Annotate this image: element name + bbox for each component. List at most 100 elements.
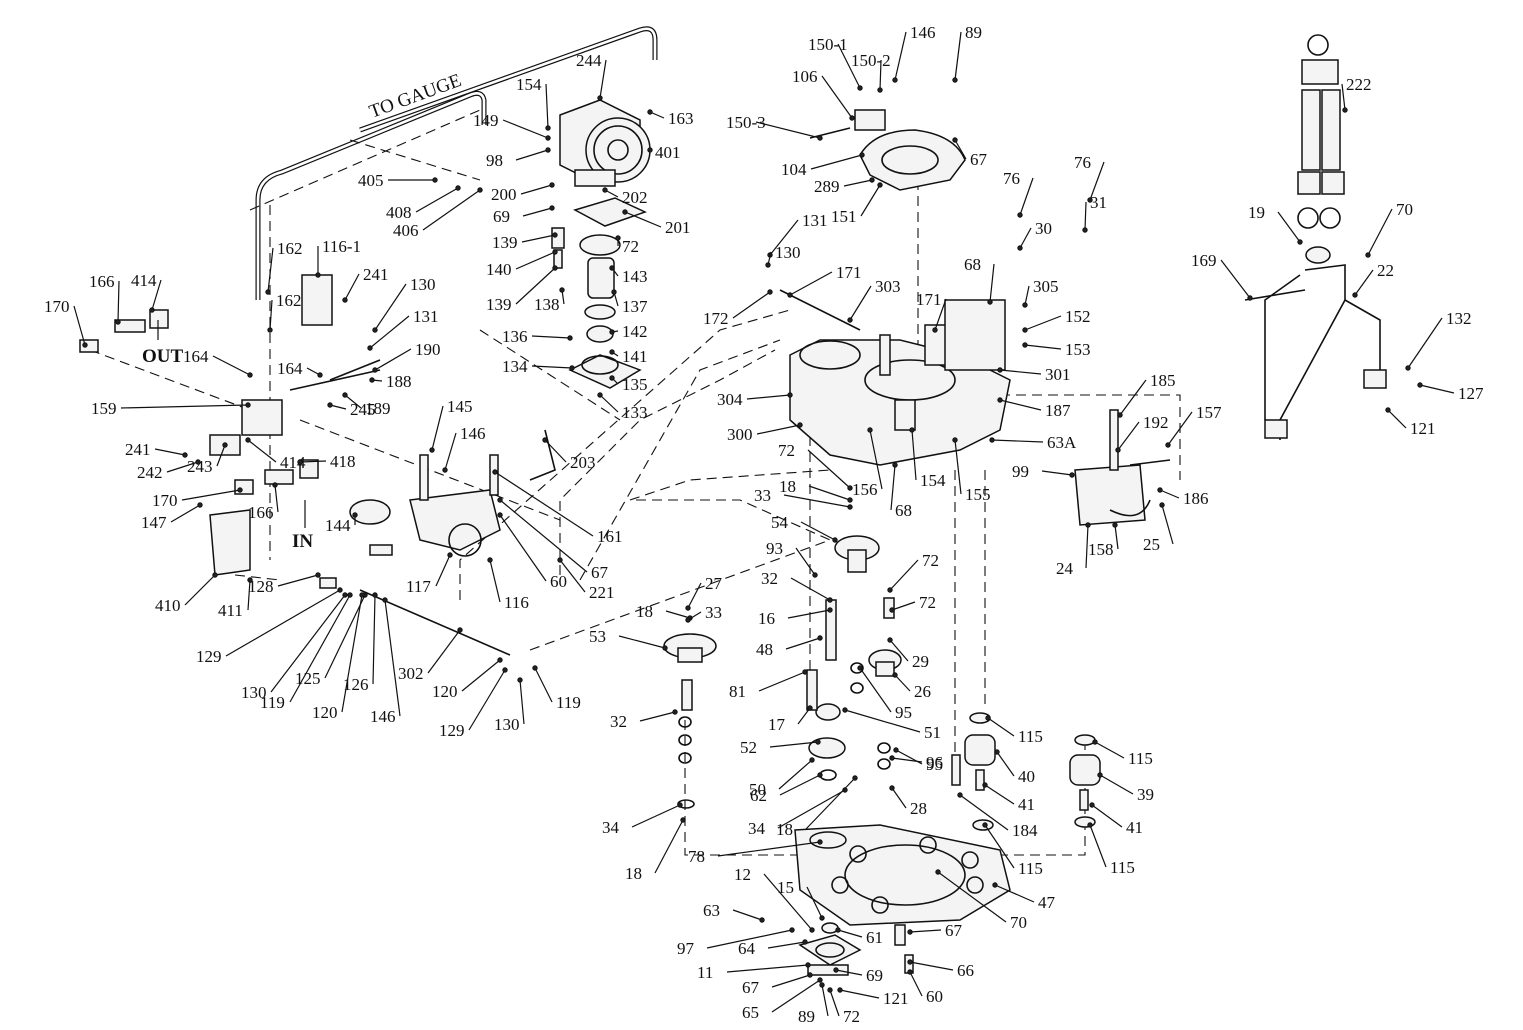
callout-arrowhead [247,372,253,378]
callout-label: 119 [556,693,581,712]
callout-label: 164 [277,359,303,378]
callout-leader [515,149,549,161]
callout-arrowhead [297,459,303,465]
callout-label: 120 [312,703,338,722]
callout-arrowhead [559,287,565,293]
callout-arrowhead [849,115,855,121]
callout-arrowhead [429,447,435,453]
callout-label: 34 [748,819,766,838]
callout-leader [999,399,1042,411]
callout-label: 154 [516,75,542,94]
callout-label: 116 [504,593,529,612]
callout-arrowhead [1087,197,1093,203]
callout-leader [994,884,1035,903]
callout-arrowhead [342,392,348,398]
callout-arrowhead [759,917,765,923]
callout-arrowhead [552,232,558,238]
callout-leader [984,784,1015,805]
callout-leader [785,637,821,650]
callout-label: 96 [926,753,943,772]
callout-leader [849,285,872,321]
callout-arrowhead [1405,365,1411,371]
callout-arrowhead [802,939,808,945]
callout-leader [639,711,676,722]
callout-label: 138 [534,295,560,314]
callout-leader [270,594,346,693]
callout-label: 162 [276,291,302,310]
callout-arrowhead [817,635,823,641]
inlet-label: IN [292,531,313,552]
callout-arrowhead [1085,522,1091,528]
callout-label: 116-1 [322,237,361,256]
callout-arrowhead [222,442,228,448]
callout-label: 405 [358,171,384,190]
callout-label: 171 [916,290,942,309]
callout-arrowhead [342,297,348,303]
callout-label: 414 [280,453,306,472]
callout-leader [468,669,506,731]
callout-leader [756,424,801,435]
callout-label: 304 [717,390,743,409]
callout-label: 64 [738,939,756,958]
callout-leader [937,871,1007,923]
motor-assembly [551,99,651,389]
callout-label: 72 [622,237,639,256]
callout-leader [807,449,851,489]
callout-arrowhead [887,587,893,593]
callout-leader [989,263,995,303]
callout-arrowhead [532,665,538,671]
callout-label: 53 [589,627,606,646]
callout-leader [1387,409,1407,429]
callout-arrowhead [542,437,548,443]
callout-leader [444,432,457,471]
callout-label: 139 [492,233,518,252]
callout-arrowhead [497,512,503,518]
callout-arrowhead [827,987,833,993]
callout-leader [763,873,813,931]
callout-label: 93 [766,539,783,558]
callout-leader [515,251,556,270]
callout-label: 61 [866,928,883,947]
callout-label: 143 [622,267,648,286]
callout-label: 189 [365,399,391,418]
callout-leader [521,234,556,243]
top-center-plate [809,109,966,191]
callout-leader [522,207,553,217]
callout-label: 149 [473,111,499,130]
callout-leader [427,629,461,674]
callout-leader [344,394,362,409]
callout-leader [520,184,553,195]
callout-arrowhead [892,672,898,678]
callout-leader [837,43,861,89]
callout-arrowhead [517,677,523,683]
callout-label: 78 [688,847,705,866]
callout-label: 200 [491,185,517,204]
callout-arrowhead [382,597,388,603]
callout-arrowhead [342,592,348,598]
callout-leader [891,601,916,611]
callout-leader [839,989,880,999]
callout-arrowhead [817,772,823,778]
callout-arrowhead [1087,822,1093,828]
callout-arrowhead [819,982,825,988]
callout-arrowhead [842,707,848,713]
callout-label: 121 [883,989,909,1008]
callout-label: 303 [875,277,901,296]
callout-leader [1084,201,1087,231]
callout-leader [894,674,911,692]
callout-leader [984,824,1015,869]
callout-label: 185 [1150,371,1176,390]
callout-arrowhead [487,557,493,563]
callout-arrowhead [877,182,883,188]
callout-label: 241 [125,440,151,459]
callout-leader [225,589,341,657]
callout-label: 115 [1018,859,1043,878]
callout-arrowhead [787,292,793,298]
callout-arrowhead [787,392,793,398]
callout-label: 130 [241,683,267,702]
callout-arrowhead [442,467,448,473]
callout-leader [531,365,573,369]
callout-arrowhead [807,972,813,978]
callout-arrowhead [807,705,813,711]
base-plate [794,824,1011,926]
